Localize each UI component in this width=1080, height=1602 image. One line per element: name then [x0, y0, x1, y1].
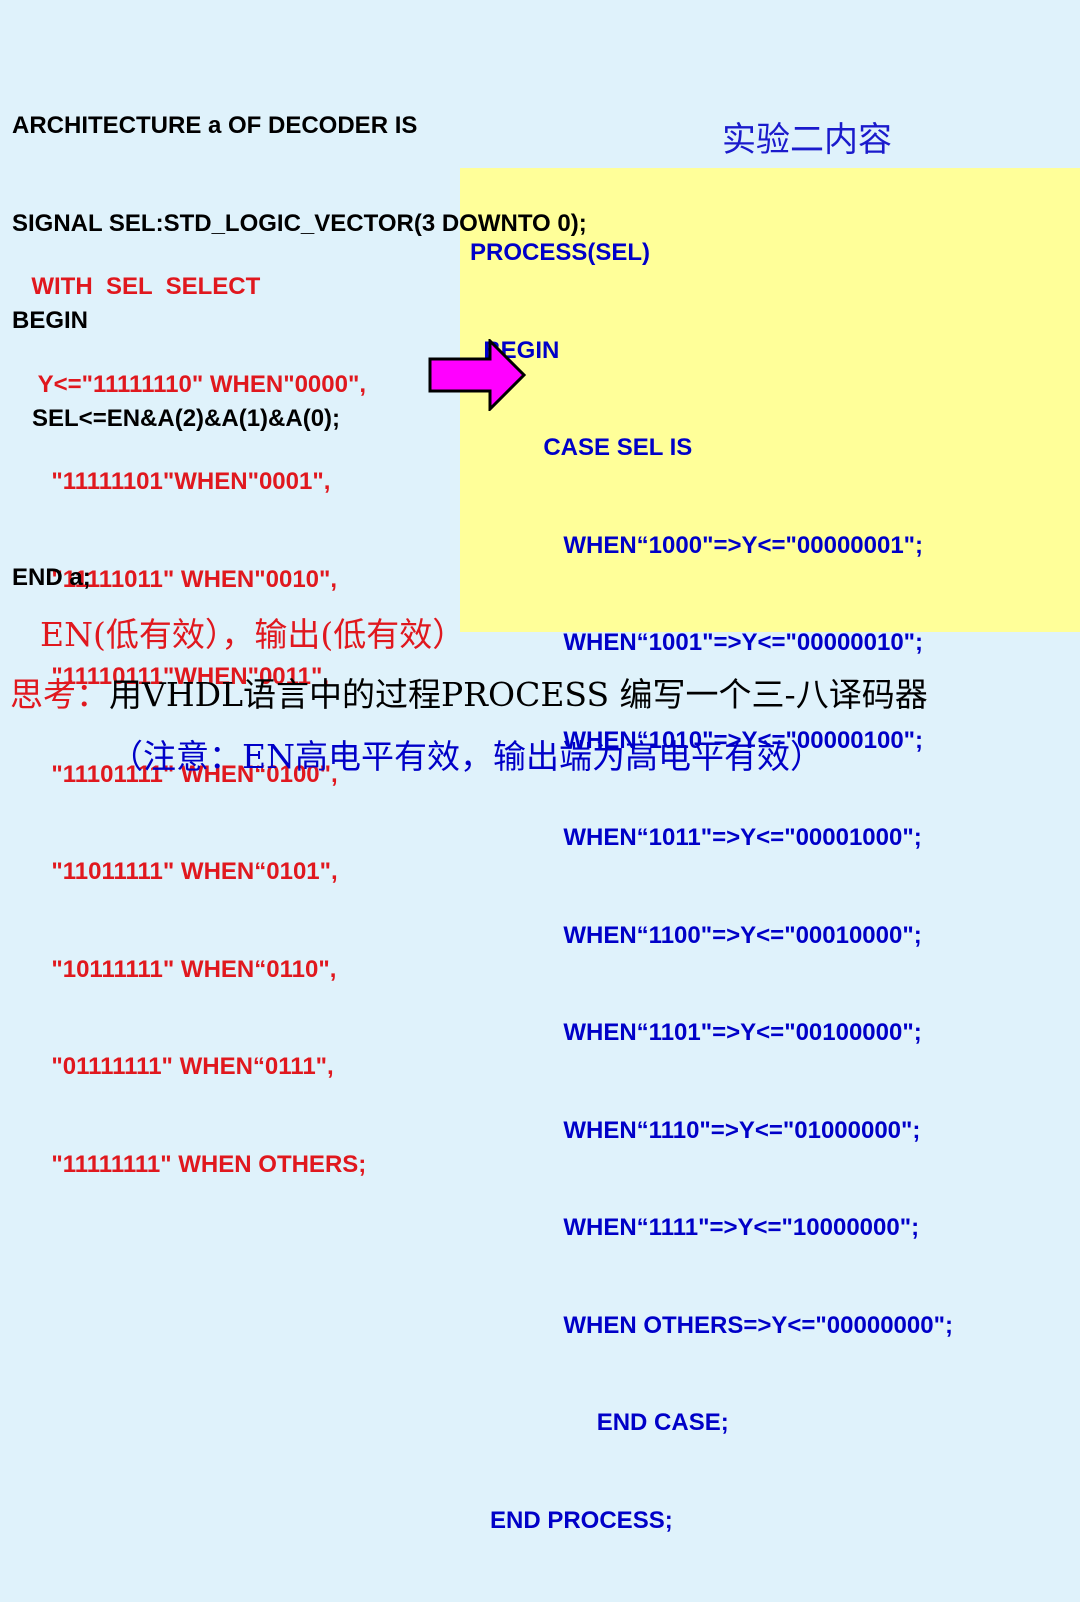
code-line: SIGNAL SEL:STD_LOGIC_VECTOR(3 DOWNTO 0);	[12, 209, 587, 237]
experiment-title: 实验二内容	[722, 120, 892, 160]
think-note: （注意：EN高电平有效，输出端为高电平有效）	[110, 737, 823, 776]
slide: ARCHITECTURE a OF DECODER IS SIGNAL SEL:…	[10, 45, 1080, 1534]
code-line: "11011111" WHEN“0101",	[18, 858, 338, 885]
code-line: "11111101"WHEN"0001",	[18, 468, 331, 495]
code-line: "11111111" WHEN OTHERS;	[18, 1150, 367, 1178]
code-line: WHEN“1101"=>Y<="00100000";	[470, 1019, 922, 1046]
code-line: WHEN“1010"=>Y<="00000100";	[470, 726, 924, 754]
code-line: "11101111" WHEN“0100",	[18, 760, 338, 788]
code-line: WHEN OTHERS=>Y<="00000000";	[470, 1311, 953, 1339]
code-line: WHEN“1110"=>Y<="01000000";	[470, 1116, 921, 1144]
end-architecture: END a;	[12, 564, 91, 591]
process-code: PROCESS(SEL) BEGIN CASE SEL IS WHEN“1000…	[470, 172, 953, 1602]
en-low-note: EN(低有效），输出(低有效）	[40, 615, 466, 654]
code-line: END PROCESS;	[470, 1506, 673, 1534]
think-text: 用VHDL语言中的过程PROCESS 编写一个三-八译码器	[109, 675, 928, 714]
code-line: WHEN“1001"=>Y<="00000010";	[470, 629, 924, 656]
code-line: PROCESS(SEL)	[470, 239, 651, 266]
think-line: 思考：用VHDL语言中的过程PROCESS 编写一个三-八译码器	[10, 668, 928, 716]
code-line: "10111111" WHEN“0110",	[18, 955, 337, 983]
code-line: WHEN“1100"=>Y<="00010000";	[470, 921, 922, 949]
code-line: BEGIN	[470, 336, 560, 364]
right-arrow-icon	[428, 339, 526, 411]
think-prefix: 思考：	[10, 675, 109, 714]
architecture-code: ARCHITECTURE a OF DECODER IS SIGNAL SEL:…	[12, 45, 587, 500]
code-line: "01111111" WHEN“0111",	[18, 1053, 334, 1080]
code-line: WHEN“1111"=>Y<="10000000";	[470, 1214, 920, 1241]
with-select-code: WITH SEL SELECT Y<="11111110" WHEN"0000"…	[18, 206, 366, 1246]
code-line: WHEN“1000"=>Y<="00000001";	[470, 531, 924, 559]
code-line: CASE SEL IS	[470, 434, 693, 461]
code-line: WHEN“1011"=>Y<="00001000";	[470, 824, 922, 851]
code-line: Y<="11111110" WHEN"0000",	[18, 370, 367, 398]
code-line: "11111011" WHEN"0010",	[18, 565, 338, 593]
code-line: "11110111"WHEN"0011",	[18, 663, 330, 690]
process-highlight-box	[460, 168, 1080, 632]
code-line: BEGIN	[12, 307, 89, 334]
code-line: SEL<=EN&A(2)&A(1)&A(0);	[12, 404, 341, 432]
code-line: END CASE;	[470, 1409, 729, 1436]
code-line: ARCHITECTURE a OF DECODER IS	[12, 112, 418, 139]
code-line: WITH SEL SELECT	[18, 273, 261, 300]
